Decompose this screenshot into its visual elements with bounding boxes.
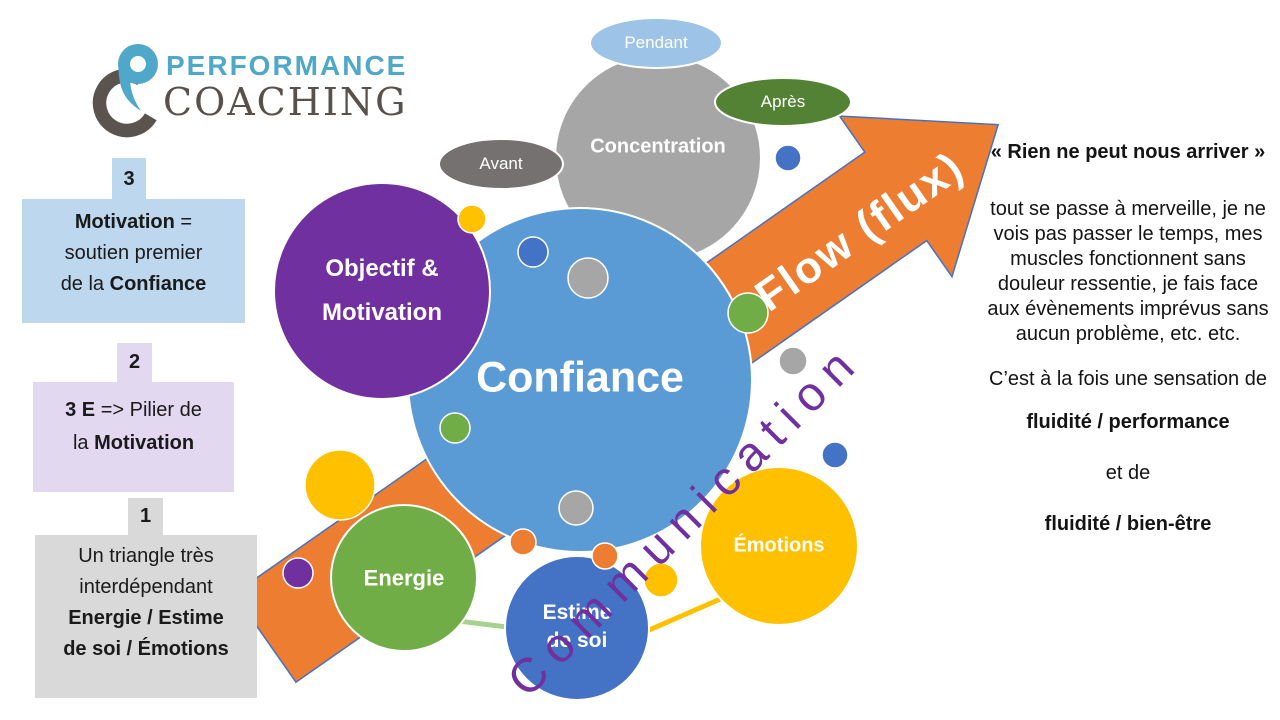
box2-number-tab: 2 <box>117 343 152 382</box>
logo-p-counter <box>130 56 146 72</box>
box1-line2: interdépendant <box>79 576 213 598</box>
confiance-label: Confiance <box>476 353 684 402</box>
box3-number-tab: 3 <box>112 158 146 200</box>
box2-bold2: Motivation <box>94 432 195 454</box>
estime-de-soi-circle <box>504 555 650 701</box>
decor-dot <box>457 204 487 234</box>
decor-dot <box>439 412 471 444</box>
decor-dot <box>517 236 549 268</box>
box3-rest1: = <box>174 211 193 233</box>
apres-label: Après <box>760 92 806 112</box>
dots-behind-layer <box>304 449 376 521</box>
box3-motivation-note: Motivation = soutien premier de la Confi… <box>22 199 245 323</box>
logo-performance-text: PERFORMANCE <box>166 50 408 81</box>
objectif-line2: Motivation <box>322 299 442 326</box>
decor-dot <box>282 557 314 589</box>
box1-line4: de soi / Émotions <box>63 638 229 660</box>
box2-pilier-note: 3 E => Pilier de la Motivation <box>33 382 234 492</box>
decor-dot <box>567 257 609 299</box>
estime-line2: de soi <box>546 629 608 652</box>
decor-dot <box>778 346 808 376</box>
decor-dot <box>558 490 594 526</box>
avant-oval <box>438 138 564 190</box>
decor-dot <box>509 528 537 556</box>
box2-bold1: 3 E <box>65 399 96 421</box>
flow-description-panel: « Rien ne peut nous arriver » tout se pa… <box>986 140 1270 563</box>
decor-dot <box>821 441 849 469</box>
objectif-motivation-label: Objectif & Motivation <box>322 247 442 335</box>
box1-number-tab: 1 <box>128 498 163 535</box>
estime-de-soi-label: Estime de soi <box>543 599 612 655</box>
emotions-circle <box>699 466 859 626</box>
box1-line1: Un triangle très <box>78 545 214 567</box>
connector-estime-emotions <box>639 594 726 637</box>
decor-dot <box>727 292 769 334</box>
box1-line3: Energie / Estime <box>68 607 224 629</box>
fluidite-performance: fluidité / performance <box>1026 411 1230 433</box>
objectif-motivation-circle <box>273 182 491 400</box>
energie-circle <box>330 504 478 652</box>
apres-oval <box>714 77 852 127</box>
pendant-label: Pendant <box>624 33 688 53</box>
estime-line1: Estime <box>542 601 612 624</box>
sensation-sentence: C’est à la fois une sensation de <box>989 368 1267 390</box>
box3-bold2: Confiance <box>109 273 207 295</box>
et-de-connector: et de <box>1105 462 1151 484</box>
quote-title: « Rien ne peut nous arriver » <box>990 141 1266 163</box>
box3-bold1: Motivation <box>74 211 175 233</box>
emotions-label: Émotions <box>733 534 825 557</box>
flow-paragraph: tout se passe à merveille, je ne vois pa… <box>987 198 1269 345</box>
energie-label: Energie <box>363 565 445 591</box>
box1-triangle-note: Un triangle très interdépendant Energie … <box>35 535 257 698</box>
objectif-line1: Objectif & <box>325 255 439 282</box>
decor-dot <box>774 144 802 172</box>
fluidite-bien-etre: fluidité / bien-être <box>1044 513 1212 535</box>
box3-line2: soutien premier <box>64 242 203 264</box>
decor-dot <box>643 562 679 598</box>
dots-layer <box>282 144 849 598</box>
avant-label: Avant <box>479 154 523 174</box>
pendant-oval <box>589 17 723 69</box>
logo-coaching-text: COACHING <box>163 80 408 124</box>
box3-line3-start: de la <box>60 273 110 295</box>
box2-line2-start: la <box>72 432 95 454</box>
concentration-label: Concentration <box>590 135 726 158</box>
decor-dot <box>591 542 619 570</box>
box2-rest1: => Pilier de <box>95 399 202 421</box>
performance-coaching-logo-icon <box>92 44 158 138</box>
decor-dot <box>304 449 376 521</box>
